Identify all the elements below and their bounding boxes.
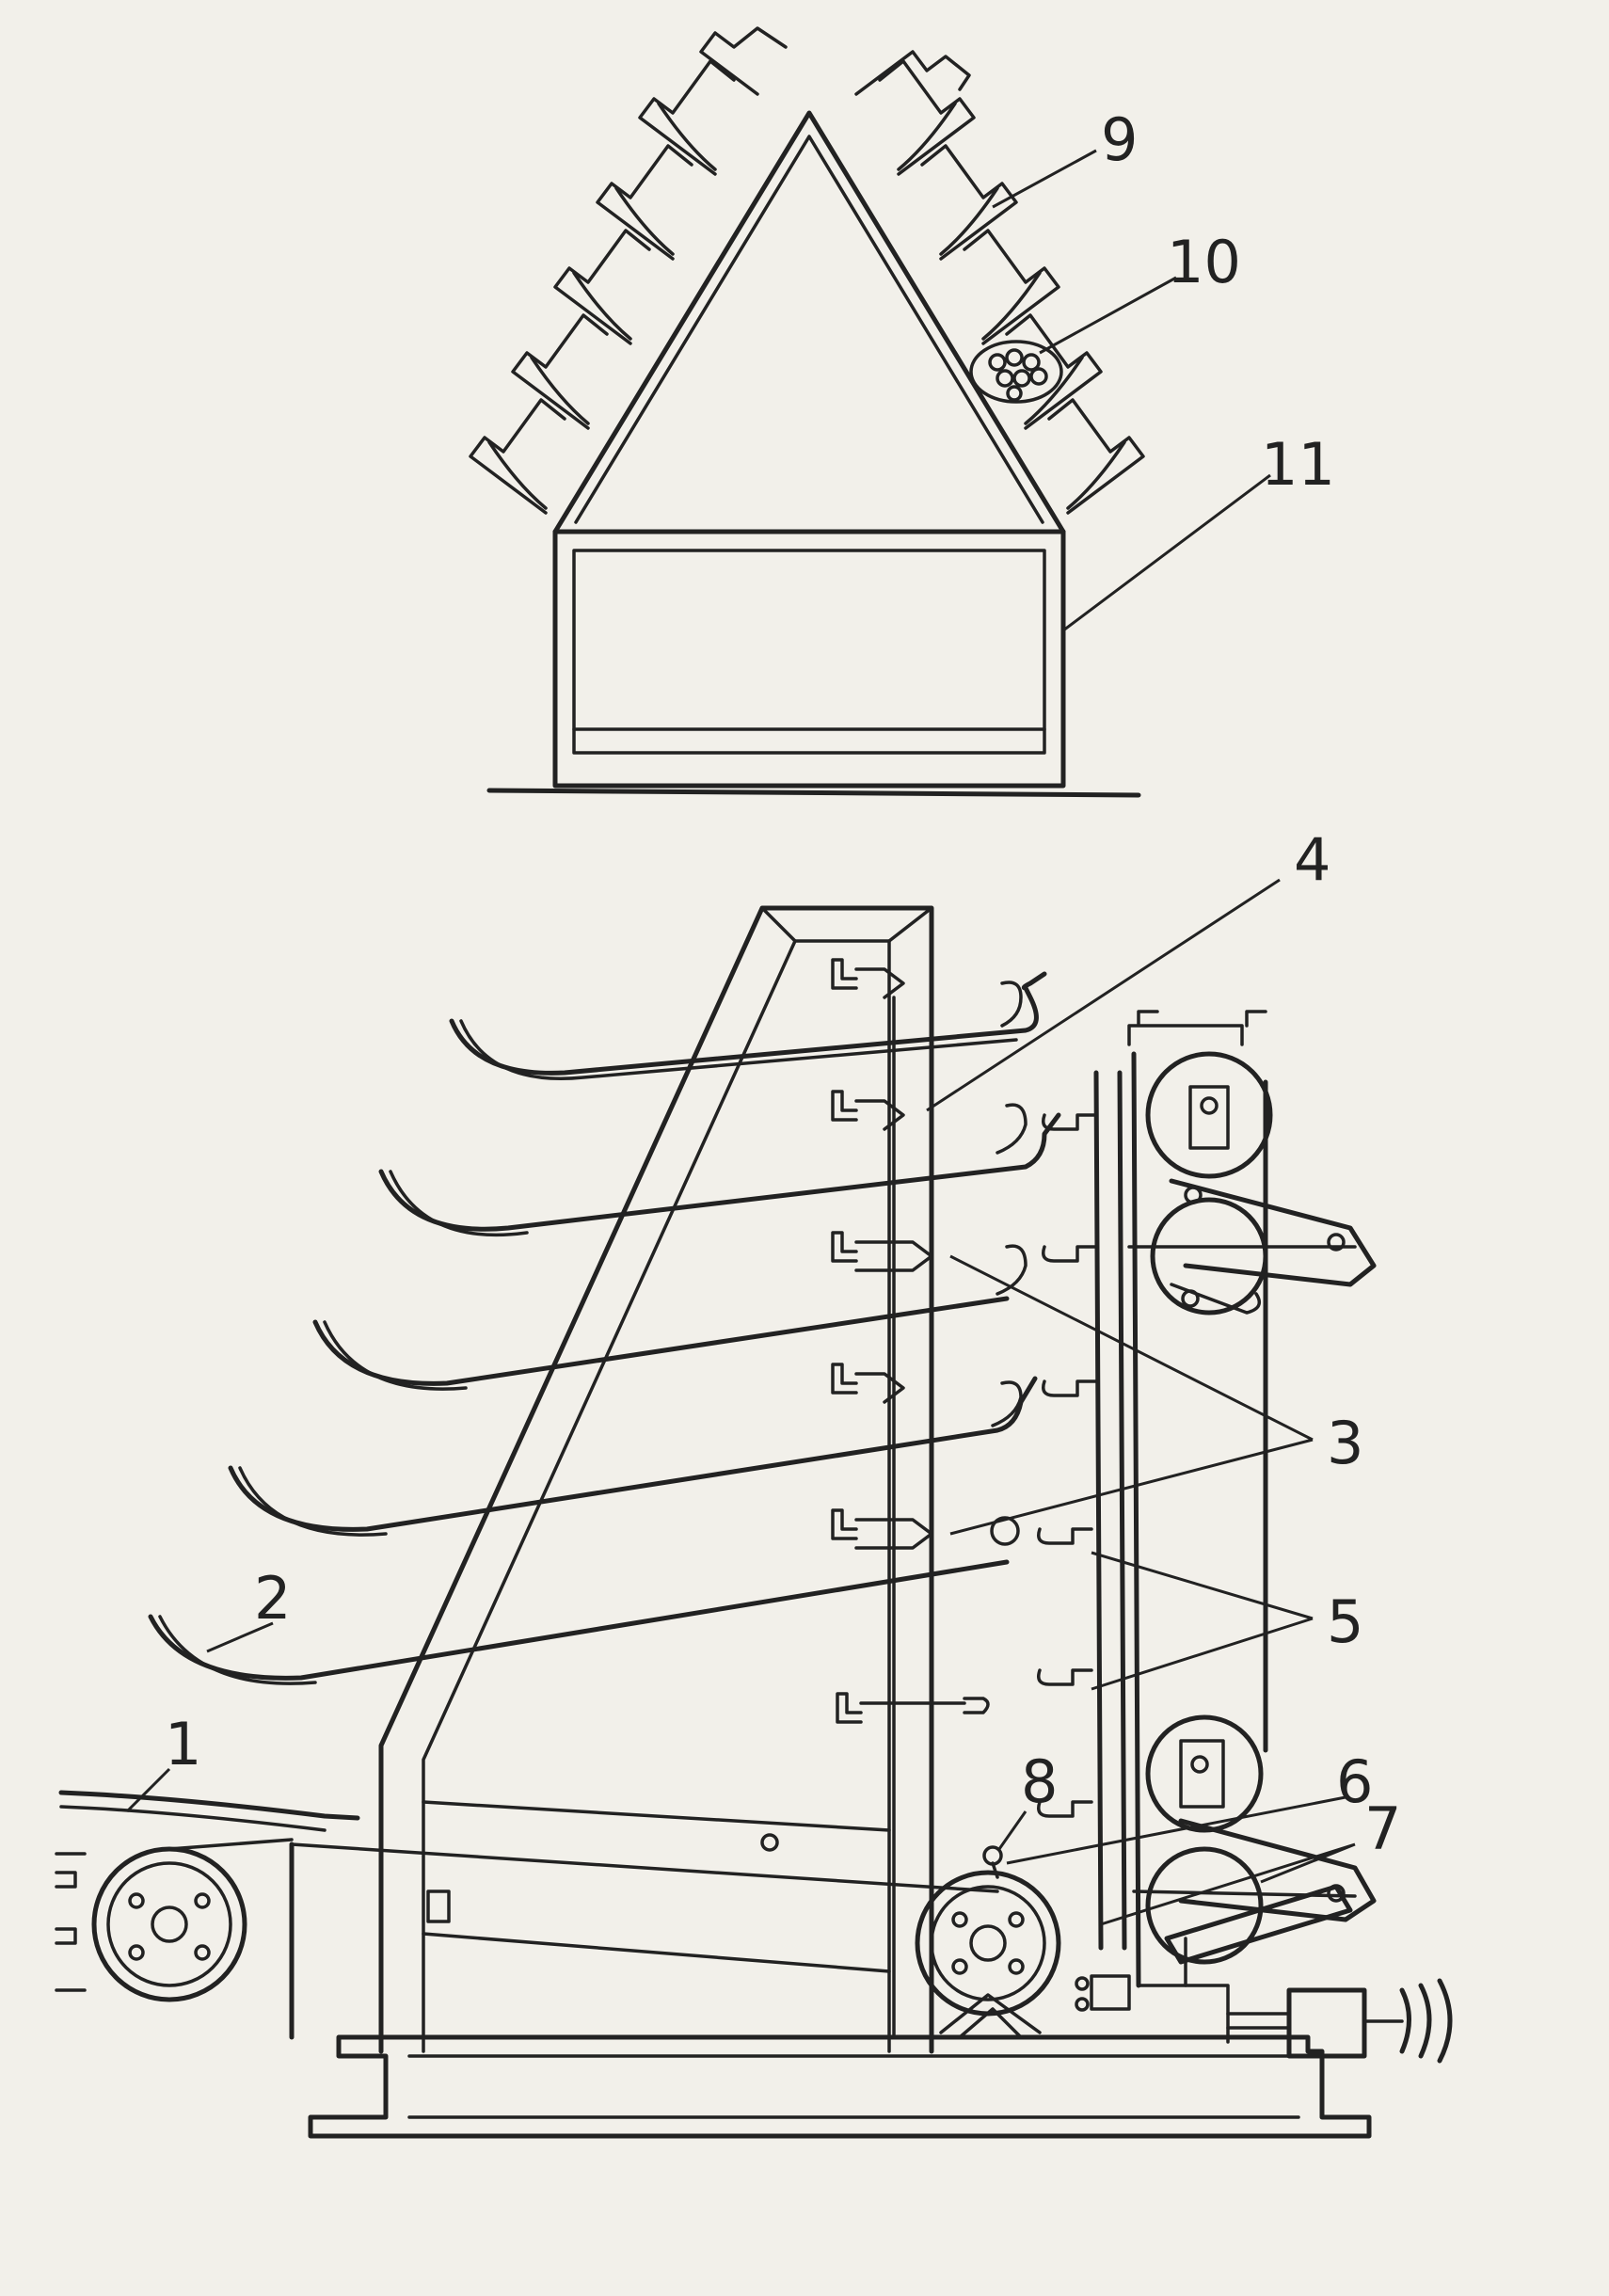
label-4: 4 xyxy=(1294,825,1330,894)
bobbin-holders-right xyxy=(854,50,1145,515)
label-3: 3 xyxy=(1327,1409,1363,1477)
label-2: 2 xyxy=(254,1564,291,1633)
label-9: 9 xyxy=(1101,105,1138,174)
bobbin-holders-left xyxy=(469,26,788,515)
label-1: 1 xyxy=(165,1710,201,1778)
thread-guides xyxy=(831,958,1028,1724)
leader-lines xyxy=(125,149,1356,1926)
machine-side-view xyxy=(55,905,1453,2139)
center-drive-wheel xyxy=(915,1845,1061,2039)
label-6: 6 xyxy=(1336,1747,1373,1816)
part-labels: 1 2 3 4 5 6 7 8 9 10 11 xyxy=(165,105,1401,1863)
triangle-frame xyxy=(552,110,1066,534)
label-11: 11 xyxy=(1261,430,1335,499)
hook-rail xyxy=(1037,1070,1127,1951)
label-5: 5 xyxy=(1327,1587,1363,1656)
bobbin-package xyxy=(969,340,1063,404)
label-10: 10 xyxy=(1167,228,1241,296)
label-8: 8 xyxy=(1021,1747,1058,1816)
creel-arms xyxy=(58,971,1061,1832)
creel-end-view xyxy=(469,26,1145,798)
motor-shaft xyxy=(1226,1978,1453,2064)
left-drive-wheel xyxy=(55,1838,294,2002)
base-frame xyxy=(552,529,1066,789)
label-7: 7 xyxy=(1364,1794,1401,1863)
base-beam xyxy=(308,2034,1372,2139)
